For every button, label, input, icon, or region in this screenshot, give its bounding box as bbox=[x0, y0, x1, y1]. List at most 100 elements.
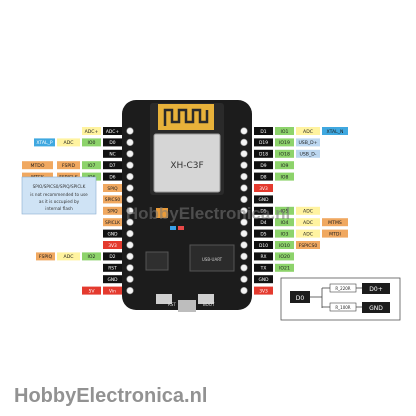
right-pin-label: 3V3 bbox=[259, 186, 268, 192]
right-tag-io-label: IO19 bbox=[279, 140, 290, 146]
right-pin-box bbox=[254, 138, 273, 147]
right-tag-io-label: IO20 bbox=[279, 254, 290, 260]
left-pin-box bbox=[103, 138, 122, 147]
right-pin-label: GND bbox=[258, 277, 269, 283]
left-pin-hole bbox=[126, 161, 134, 169]
right-pin-hole bbox=[240, 173, 248, 181]
left-pin-box bbox=[103, 161, 122, 170]
left-pin-box bbox=[103, 127, 122, 135]
left-pin-box bbox=[103, 263, 122, 272]
right-pin-label: RX bbox=[260, 254, 266, 260]
left-pin-label: D7 bbox=[109, 163, 115, 169]
right-tag-func-label: ADC bbox=[303, 209, 313, 215]
right-pin-box bbox=[254, 241, 273, 249]
right-tag-io-label: IO3 bbox=[281, 231, 289, 237]
right-pin-hole bbox=[240, 218, 248, 226]
left-tag-func-box bbox=[57, 138, 80, 147]
left-pin-box bbox=[103, 206, 122, 215]
right-pin-box bbox=[254, 184, 273, 192]
inset-out-top bbox=[362, 283, 390, 294]
right-pin-box bbox=[254, 218, 273, 227]
left-pin-hole bbox=[126, 230, 134, 238]
right-pin-hole bbox=[240, 138, 248, 146]
right-pin-label: GND bbox=[258, 197, 269, 203]
right-pin-label: 3V3 bbox=[259, 288, 268, 294]
flash-note-box bbox=[21, 176, 97, 215]
left-pin-box bbox=[103, 252, 122, 261]
boot-label: BOOT bbox=[203, 302, 215, 307]
left-pin-label: ADC+ bbox=[106, 129, 119, 135]
right-pin-label: D1 bbox=[260, 129, 266, 135]
left-tag-io-box bbox=[82, 172, 101, 181]
right-tag-func-box bbox=[296, 218, 320, 227]
right-tag-func-box bbox=[296, 229, 320, 238]
flash-note-line-3: as it is occupied by bbox=[39, 199, 80, 204]
left-extra-5v-box bbox=[82, 286, 101, 295]
left-pin-hole bbox=[126, 218, 134, 226]
module-label: XH-C3F bbox=[170, 161, 203, 171]
flash-note-line-1: SPIO/SPICS0/SPIQ/SPICLK bbox=[33, 184, 86, 189]
right-pin-label: D5 bbox=[260, 231, 266, 237]
right-tag-extra-label: MTDI bbox=[329, 231, 341, 237]
right-pin-box bbox=[254, 229, 273, 238]
left-pin-hole bbox=[126, 184, 134, 192]
right-pin-label: D18 bbox=[259, 152, 268, 158]
right-pin-label: D9 bbox=[260, 163, 266, 169]
left-extra-xtal-box bbox=[34, 138, 55, 147]
right-pin-hole bbox=[240, 275, 248, 283]
left-extra-mtdo-label: MTDO bbox=[31, 163, 45, 169]
watermark-center: HobbyElectronica.nl bbox=[126, 204, 290, 223]
left-tag-io-box bbox=[82, 161, 101, 170]
right-pin-hole bbox=[240, 287, 248, 295]
right-tag-io-box bbox=[275, 252, 294, 261]
right-tag-io-box bbox=[275, 206, 294, 215]
left-tag-io-box bbox=[82, 252, 101, 261]
right-pin-label: D5 bbox=[260, 209, 266, 215]
right-pin-box bbox=[254, 252, 273, 261]
right-tag-io-label: IO10 bbox=[279, 243, 290, 249]
right-tag-extra-label: MTMS bbox=[328, 220, 342, 226]
right-tag-func-label: USB_D- bbox=[300, 152, 317, 158]
right-pin-hole bbox=[240, 241, 248, 249]
rst-button bbox=[156, 294, 172, 304]
left-pin-box bbox=[103, 218, 122, 227]
chip-label: USB-UART bbox=[202, 257, 223, 262]
module-shield bbox=[153, 133, 221, 193]
right-pin-label: D19 bbox=[259, 140, 268, 146]
left-tag-io-label: IO0 bbox=[88, 140, 96, 146]
right-pin-box bbox=[254, 206, 273, 215]
right-pin-box bbox=[254, 161, 273, 170]
left-extra-fspiq-box bbox=[36, 252, 55, 261]
watermark-bottom: HobbyElectronica.nl bbox=[14, 385, 207, 407]
inset-resistor-bottom-label: R_100R bbox=[335, 305, 350, 310]
right-tag-func-label: ADC bbox=[303, 220, 313, 226]
left-pin-hole bbox=[126, 138, 134, 146]
left-pin-hole bbox=[126, 207, 134, 215]
right-tag-extra-label: XTAL_N bbox=[327, 129, 344, 135]
left-pin-box bbox=[103, 229, 122, 238]
left-pin-label: Vin bbox=[109, 288, 116, 294]
right-pin-label: D4 bbox=[260, 220, 266, 226]
rst-label: RST bbox=[168, 302, 176, 307]
right-tag-func-label: ADC bbox=[303, 129, 313, 135]
right-tag-io-label: IO18 bbox=[279, 152, 290, 158]
left-pin-label: GND bbox=[107, 231, 118, 237]
left-pin-label: SPICS0 bbox=[105, 197, 121, 203]
left-tag-func-label: ADC bbox=[64, 254, 74, 260]
left-tag-io-label: IO2 bbox=[88, 254, 96, 260]
left-pin-label: SPIQ bbox=[107, 186, 118, 192]
flash-note-line-2: is not recommended to use bbox=[30, 192, 88, 197]
right-tag-extra-box bbox=[322, 218, 348, 227]
flash-note-line-4: internal flash bbox=[45, 206, 73, 211]
right-pin-hole bbox=[240, 150, 248, 158]
left-tag-func-box bbox=[57, 172, 80, 181]
right-tag-func-box bbox=[296, 149, 320, 158]
left-pin-box bbox=[103, 149, 122, 158]
right-tag-io-box bbox=[275, 218, 294, 227]
left-pin-box bbox=[103, 195, 122, 204]
left-tag-func-label: ADC bbox=[64, 140, 74, 146]
usb-connector bbox=[178, 300, 196, 312]
left-pin-label: SPICLK bbox=[105, 220, 120, 226]
left-tag-io-box bbox=[82, 138, 101, 147]
right-tag-func-label: USB_D+ bbox=[298, 140, 317, 146]
